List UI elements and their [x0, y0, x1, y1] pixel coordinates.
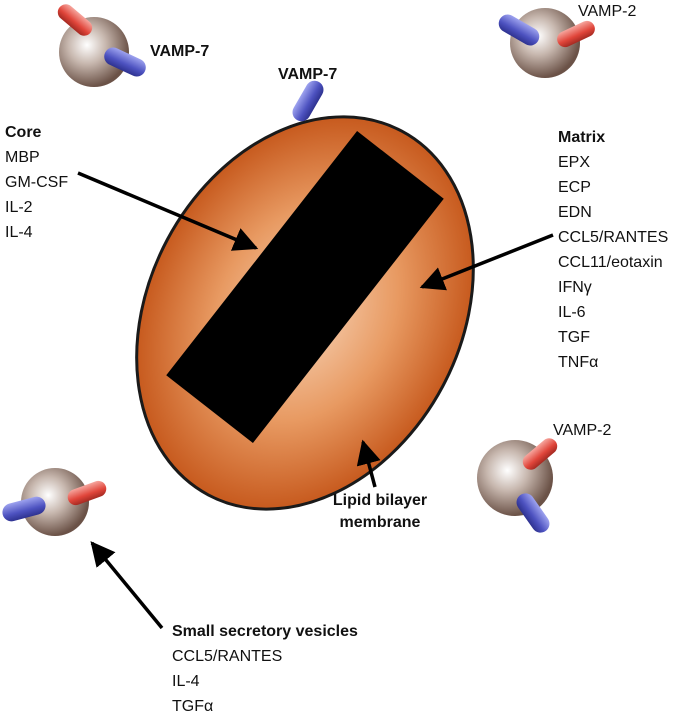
membrane-label-line2: membrane — [339, 514, 421, 531]
matrix-item: IFNγ — [558, 279, 592, 296]
core-heading: Core — [5, 124, 42, 141]
matrix-item: CCL5/RANTES — [558, 229, 669, 246]
small-vesicles-label: Small secretory vesicles CCL5/RANTES IL-… — [172, 619, 358, 719]
matrix-item: EDN — [558, 204, 592, 221]
granule-core — [166, 130, 444, 444]
core-label: Core MBP GM-CSF IL-2 IL-4 — [5, 120, 68, 245]
vamp2-label-top-right: VAMP-2 — [578, 3, 637, 20]
vesicle-bottom-left — [2, 468, 107, 536]
vamp7-label-top-left: VAMP-7 — [150, 43, 210, 60]
core-item: IL-4 — [5, 224, 33, 241]
matrix-item: TNFα — [558, 354, 599, 371]
matrix-item: TGF — [558, 329, 590, 346]
small-vesicles-item: CCL5/RANTES — [172, 648, 283, 665]
core-item: MBP — [5, 149, 40, 166]
vesicle-top-left — [57, 4, 146, 87]
core-item: GM-CSF — [5, 174, 69, 191]
granule-vamp7-protein — [292, 80, 324, 122]
vesicles-arrow — [90, 541, 164, 630]
vesicle-top-right — [498, 8, 595, 78]
matrix-heading: Matrix — [558, 129, 606, 146]
core-arrow — [77, 171, 259, 251]
membrane-arrow — [356, 439, 381, 488]
small-vesicles-heading: Small secretory vesicles — [172, 623, 358, 640]
small-vesicles-item: TGFα — [172, 698, 214, 715]
vamp2-label-mid-right: VAMP-2 — [553, 422, 612, 439]
secretory-granule — [135, 115, 475, 511]
matrix-arrow — [419, 233, 554, 291]
core-item: IL-2 — [5, 199, 33, 216]
vesicle-mid-right — [477, 438, 558, 533]
matrix-item: CCL11/eotaxin — [558, 254, 663, 271]
matrix-item: EPX — [558, 154, 591, 171]
matrix-item: IL-6 — [558, 304, 586, 321]
membrane-label-line1: Lipid bilayer — [332, 492, 428, 509]
matrix-label: Matrix EPX ECP EDN CCL5/RANTES CCL11/eot… — [558, 125, 668, 375]
small-vesicles-item: IL-4 — [172, 673, 200, 690]
membrane-label: Lipid bilayer membrane — [320, 490, 440, 534]
matrix-item: ECP — [558, 179, 591, 196]
vamp7-label-granule: VAMP-7 — [278, 66, 338, 83]
